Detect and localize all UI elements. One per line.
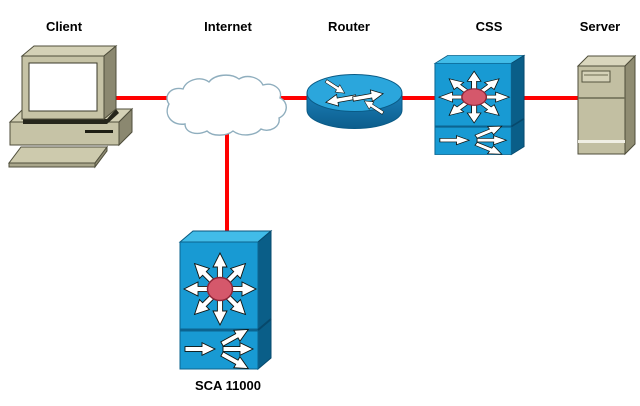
node-label-css: CSS xyxy=(475,19,503,34)
client-computer-icon xyxy=(8,45,134,169)
server-icon xyxy=(576,54,637,156)
switch-hub-circle xyxy=(461,88,488,106)
link-client-internet xyxy=(104,96,176,100)
sca11000-content-switch-icon xyxy=(178,229,273,371)
link-router-css xyxy=(396,96,438,100)
node-label-client: Client xyxy=(45,19,83,34)
server-drive-bay xyxy=(581,70,611,83)
link-internet-router xyxy=(280,96,324,100)
node-label-router: Router xyxy=(328,19,370,34)
drive-slot xyxy=(85,130,113,133)
link-internet-sca11000 xyxy=(225,126,229,234)
monitor-screen xyxy=(28,62,98,112)
router-icon xyxy=(306,74,403,129)
node-label-internet: Internet xyxy=(204,19,252,34)
node-label-server: Server xyxy=(579,19,621,34)
css-content-switch-icon xyxy=(433,54,526,156)
keyboard xyxy=(8,146,108,164)
internet-cloud-icon xyxy=(166,74,287,136)
link-css-server xyxy=(520,96,580,100)
node-label-sca11000: SCA 11000 xyxy=(194,378,262,393)
switch-hub-circle xyxy=(206,276,234,302)
